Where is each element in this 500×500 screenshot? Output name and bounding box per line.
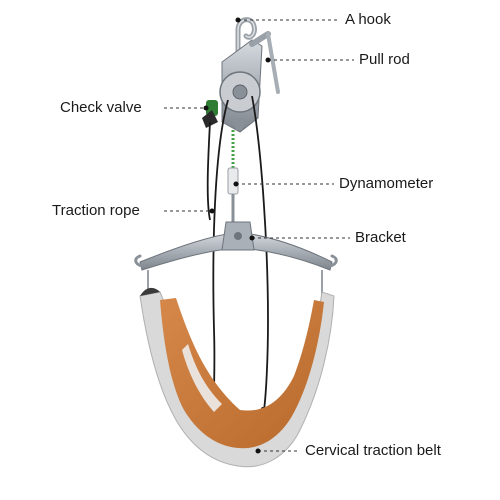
bracket (134, 221, 338, 300)
dynamometer (227, 130, 239, 224)
check-valve (202, 100, 218, 128)
pull-rod (249, 31, 280, 94)
traction-ropes (206, 95, 269, 411)
label-traction-rope: Traction rope (52, 202, 140, 219)
hook (235, 17, 257, 81)
label-check-valve: Check valve (60, 99, 142, 116)
leader-dots (203, 17, 271, 454)
label-pull-rod: Pull rod (359, 51, 410, 68)
label-dynamometer: Dynamometer (339, 175, 434, 192)
pulley-block (219, 39, 263, 133)
label-hook: A hook (345, 11, 391, 28)
label-belt: Cervical traction belt (305, 442, 441, 459)
label-bracket: Bracket (355, 229, 406, 246)
cervical-traction-belt (139, 287, 335, 468)
leader-lines (164, 19, 354, 452)
